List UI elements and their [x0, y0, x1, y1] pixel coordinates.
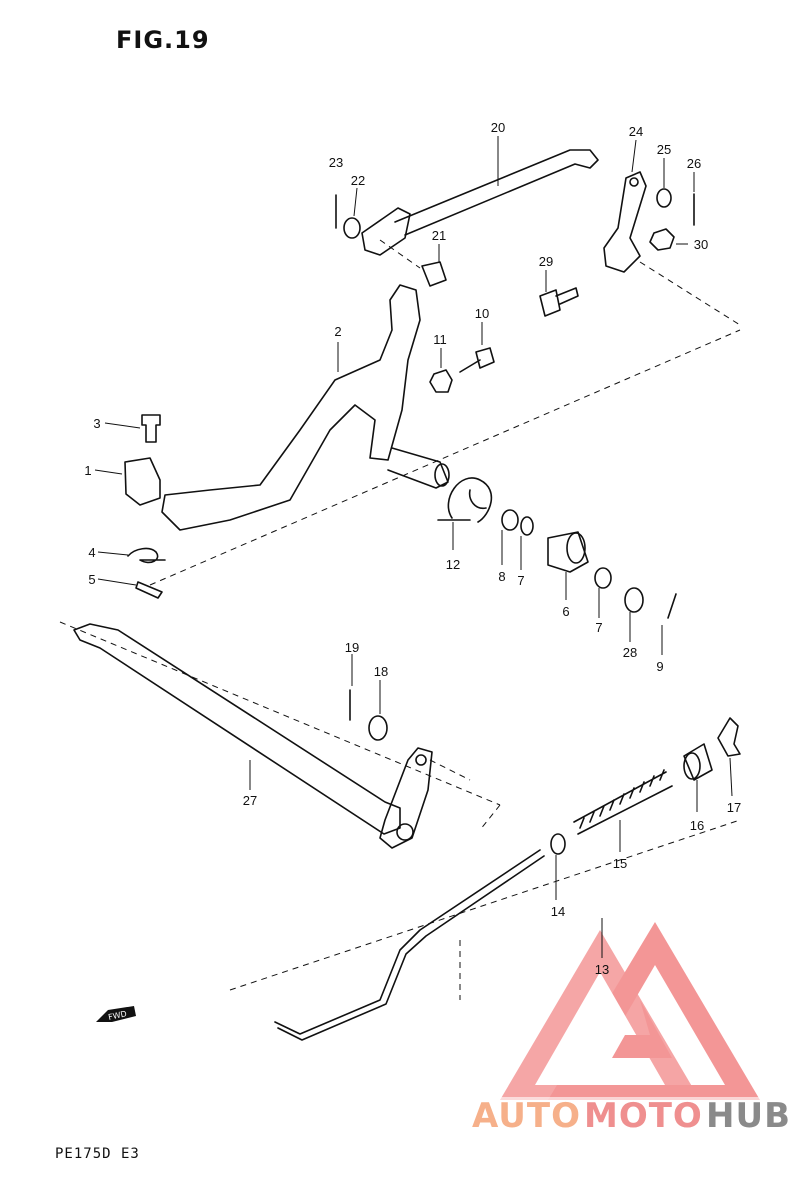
- callout-18: 18: [374, 664, 388, 679]
- part-25-washer: [656, 188, 672, 208]
- part-9-pin: [667, 593, 677, 619]
- leader-line: [97, 551, 129, 556]
- watermark-logo: [500, 922, 760, 1100]
- callout-27: 27: [243, 793, 257, 808]
- part-5-pin: [135, 581, 163, 599]
- part-10-bolt: [459, 347, 495, 373]
- assembly-line: [429, 759, 471, 781]
- callout-29: 29: [539, 254, 553, 269]
- part-15-spring: [573, 769, 673, 835]
- part-1-holder: [124, 457, 161, 506]
- callout-7b: 7: [595, 620, 602, 635]
- part-2-lever: [161, 284, 421, 531]
- watermark-moto: MOTO: [584, 1096, 703, 1136]
- part-16-collar-end: [683, 752, 701, 780]
- assembly-line: [59, 621, 501, 806]
- part-28-washer: [624, 587, 644, 613]
- callout-7a: 7: [517, 573, 524, 588]
- part-27-hole: [396, 823, 414, 841]
- callout-26: 26: [687, 156, 701, 171]
- part-2-shaft: [387, 447, 449, 489]
- callout-24: 24: [629, 124, 643, 139]
- callout-20: 20: [491, 120, 505, 135]
- part-18-washer: [368, 715, 388, 741]
- assembly-line: [379, 239, 421, 269]
- fwd-arrow-icon: FWD: [96, 1006, 136, 1022]
- part-11-nut: [429, 369, 453, 393]
- part-3-bolt: [141, 414, 161, 443]
- callout-4: 4: [88, 545, 95, 560]
- part-6-collar-end: [566, 532, 586, 564]
- watermark-hub: HUB: [706, 1096, 791, 1136]
- callout-13: 13: [595, 962, 609, 977]
- callout-9: 9: [656, 659, 663, 674]
- callout-16: 16: [690, 818, 704, 833]
- callout-1: 1: [84, 463, 91, 478]
- leader-line: [97, 578, 137, 586]
- callout-12: 12: [446, 557, 460, 572]
- part-24-hole: [629, 177, 639, 187]
- watermark-text: AUTO MOTO HUB: [470, 1096, 796, 1136]
- part-4-spring: [127, 547, 166, 564]
- callout-28: 28: [623, 645, 637, 660]
- callout-11: 11: [433, 332, 447, 347]
- callout-15: 15: [613, 856, 627, 871]
- fwd-label: FWD: [107, 1009, 127, 1022]
- part-27-hole: [415, 754, 427, 766]
- callout-23: 23: [329, 155, 343, 170]
- part-27-arm: [379, 747, 433, 849]
- callout-17: 17: [727, 800, 741, 815]
- part-24-lever: [603, 171, 647, 273]
- callout-21: 21: [432, 228, 446, 243]
- part-17-clip: [717, 717, 741, 757]
- part-21-pin: [421, 261, 447, 287]
- callout-5: 5: [88, 572, 95, 587]
- assembly-line: [229, 819, 741, 991]
- part-7-ring: [520, 516, 534, 536]
- figure-title: FIG.19: [116, 26, 210, 54]
- callout-22: 22: [351, 173, 365, 188]
- leader-line: [729, 757, 733, 797]
- part-14-washer: [550, 833, 566, 855]
- callout-8: 8: [498, 569, 505, 584]
- callout-6: 6: [562, 604, 569, 619]
- part-8-washer: [501, 509, 519, 531]
- part-12-spring: [437, 477, 493, 523]
- figure-code: PE175D E3: [55, 1146, 140, 1162]
- part-22-washer: [343, 217, 361, 239]
- leader-line: [104, 422, 141, 429]
- leader-line: [94, 469, 123, 475]
- part-20-rod: [394, 149, 599, 236]
- part-21-bracket: [361, 207, 411, 256]
- part-2-shaft-end: [434, 463, 450, 487]
- part-30-nut: [649, 228, 675, 251]
- callout-19: 19: [345, 640, 359, 655]
- part-16-collar: [683, 743, 713, 781]
- callout-10: 10: [475, 306, 489, 321]
- leader-line: [631, 139, 637, 173]
- watermark-auto: AUTO: [472, 1096, 581, 1136]
- callout-14: 14: [551, 904, 565, 919]
- assembly-line: [639, 261, 741, 326]
- part-27-shaft: [73, 623, 401, 835]
- part-13-rod: [274, 849, 545, 1041]
- callout-2: 2: [334, 324, 341, 339]
- part-7-ring: [594, 567, 612, 589]
- callout-25: 25: [657, 142, 671, 157]
- callout-3: 3: [93, 416, 100, 431]
- callout-30: 30: [694, 237, 708, 252]
- part-29-bolt: [539, 287, 579, 317]
- assembly-line: [149, 329, 741, 586]
- assembly-line: [479, 804, 501, 831]
- leader-line: [353, 187, 358, 217]
